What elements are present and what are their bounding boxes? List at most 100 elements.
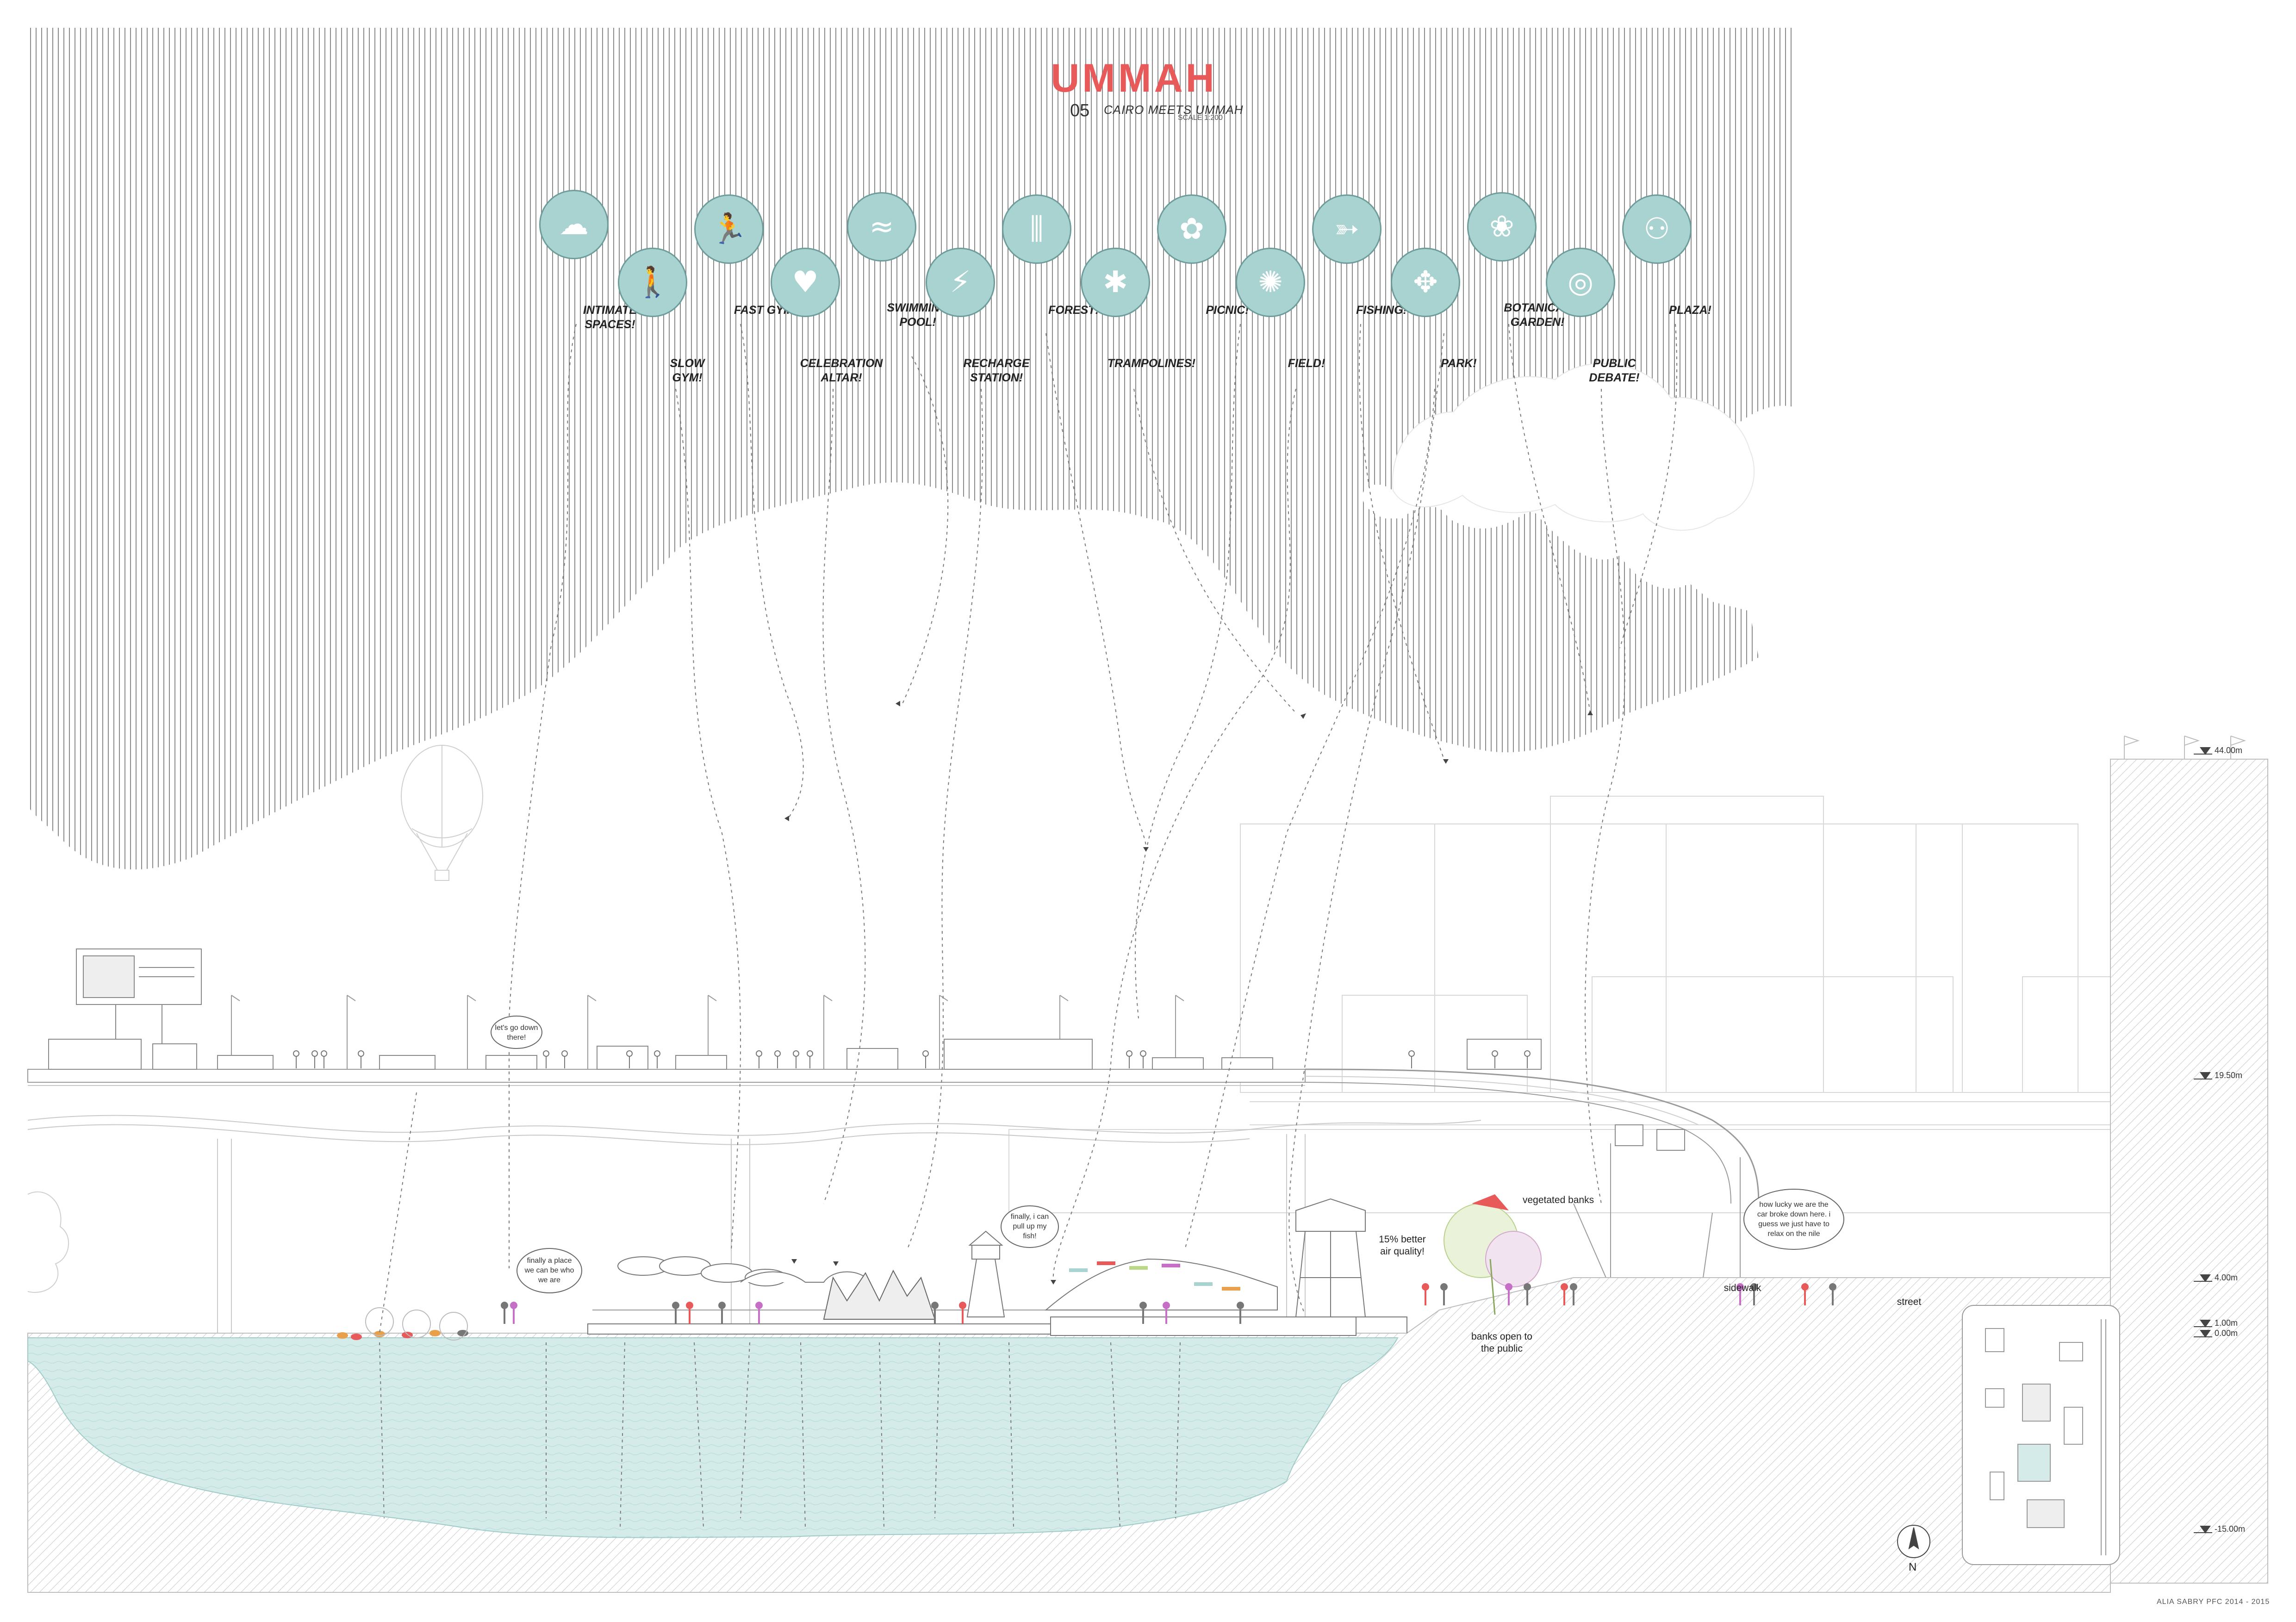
swimmer-mark	[457, 1330, 468, 1336]
leader-line	[879, 1342, 884, 1528]
speech-bubbles	[491, 1016, 1844, 1293]
pedestrian	[755, 1302, 763, 1324]
program-circle: ⚇	[1622, 194, 1692, 264]
site-plan-inset	[1962, 1305, 2120, 1565]
ring-canopies	[617, 1256, 871, 1286]
level-label: 44.00m	[2215, 746, 2243, 755]
pedestrian	[1408, 1050, 1415, 1068]
pedestrian	[686, 1302, 693, 1324]
level-marker	[2200, 1274, 2211, 1282]
pedestrian	[793, 1050, 799, 1068]
pedestrian	[561, 1050, 568, 1068]
lamp-post	[467, 995, 476, 1069]
pedestrian	[501, 1302, 508, 1324]
zigzag-pavilion	[823, 1269, 936, 1320]
pedestrian	[1524, 1050, 1531, 1068]
background-buildings	[1008, 796, 2111, 1213]
leader-line	[800, 1342, 806, 1528]
fish-icon: ➳	[1334, 212, 1359, 246]
lighthouse	[966, 1230, 1005, 1317]
pedestrian	[756, 1050, 762, 1068]
pedestrian	[510, 1302, 517, 1324]
leader-lines	[379, 324, 1678, 1528]
level-label: -15.00m	[2215, 1524, 2246, 1534]
leader-line	[1135, 324, 1241, 1019]
program-label: FISHING!	[1356, 304, 1407, 317]
pedestrian	[1139, 1302, 1147, 1324]
pedestrian	[931, 1302, 939, 1324]
leader-line	[1288, 333, 1444, 1315]
leader-line	[509, 324, 577, 1268]
picnic-basket-icon: ✿	[1179, 212, 1204, 246]
arrowheads	[784, 701, 1593, 1285]
leader-line	[620, 1342, 625, 1528]
pedestrian	[1801, 1283, 1809, 1305]
leader-line	[694, 1342, 704, 1528]
bubble-lets-go: let's go down there!	[495, 1024, 538, 1042]
pedestrian	[654, 1050, 660, 1068]
pedestrian	[311, 1050, 318, 1068]
running-person-icon: 🏃	[710, 212, 747, 246]
swimmer-mark	[337, 1332, 348, 1339]
lamp-post	[823, 995, 833, 1069]
program-label: SLOW GYM!	[670, 357, 705, 384]
north-arrow	[1897, 1525, 1930, 1558]
level-label: 1.00m	[2215, 1318, 2238, 1328]
bank-tree	[1444, 1194, 1542, 1315]
trampoline-ramp	[1045, 1258, 1278, 1310]
pedestrian	[1492, 1050, 1498, 1068]
program-label: PICNIC!	[1206, 304, 1249, 317]
program-label: RECHARGE STATION!	[963, 357, 1030, 384]
sheet-subtitle: CAIRO MEETS UMMAH	[1104, 103, 1244, 117]
pedestrian	[543, 1050, 549, 1068]
hot-air-balloon	[401, 745, 483, 881]
pedestrian	[1126, 1050, 1132, 1068]
program-label: TRAMPOLINES!	[1107, 357, 1196, 370]
pedestrian	[321, 1050, 327, 1068]
program-label: PARK!	[1441, 357, 1477, 370]
program-circle: ⚡	[926, 248, 995, 317]
road-pedestrians	[293, 1050, 1531, 1068]
leader-line	[1585, 388, 1625, 1204]
pedestrian	[1440, 1283, 1448, 1305]
program-circle: ❀	[1467, 192, 1537, 262]
pedestrian	[1829, 1283, 1836, 1305]
pedestrian	[1237, 1302, 1244, 1324]
lightning-icon: ⚡	[950, 265, 971, 299]
program-circle: ✿	[1157, 194, 1226, 264]
program-circle: 🚶	[618, 248, 687, 317]
pedestrian	[1163, 1302, 1170, 1324]
water-tower	[1295, 1198, 1366, 1317]
leader-line	[1110, 1342, 1120, 1528]
lamp-post	[587, 995, 597, 1069]
speech-bubbles-icon: ◎	[1568, 265, 1593, 299]
lamp-post	[939, 995, 948, 1069]
lamp-posts	[231, 995, 1184, 1069]
street-note: street	[1897, 1297, 1922, 1307]
swimmer-mark	[402, 1332, 413, 1338]
leader-line	[379, 1092, 417, 1334]
ramp-colors	[1069, 1261, 1240, 1291]
upper-road	[27, 1068, 1760, 1278]
leader-line	[740, 324, 804, 819]
sidewalk-note: sidewalk	[1724, 1283, 1761, 1293]
swimmer-mark	[374, 1331, 385, 1337]
swimmer-mark	[351, 1334, 362, 1340]
level-marker	[2200, 1330, 2211, 1338]
north-label: N	[1909, 1561, 1917, 1573]
bubble-finally-place: finally a place we can be who we are	[524, 1257, 574, 1284]
vegetated-banks-note: vegetated banks	[1523, 1195, 1594, 1205]
program-circle: ♥	[771, 248, 840, 317]
bubble-pod	[402, 1310, 431, 1338]
banks-open-note: banks open to the public	[1471, 1331, 1532, 1354]
program-circle: ➳	[1312, 194, 1381, 264]
pedestrian	[1505, 1283, 1512, 1305]
swimmer-mark	[429, 1330, 441, 1336]
bubble-pull-fish: finally, i can pull up my fish!	[1010, 1213, 1049, 1240]
leader-line	[907, 388, 983, 1250]
pedestrian	[774, 1050, 781, 1068]
group-of-people-icon: ⚇	[1643, 212, 1670, 246]
leader-line	[1045, 333, 1146, 848]
